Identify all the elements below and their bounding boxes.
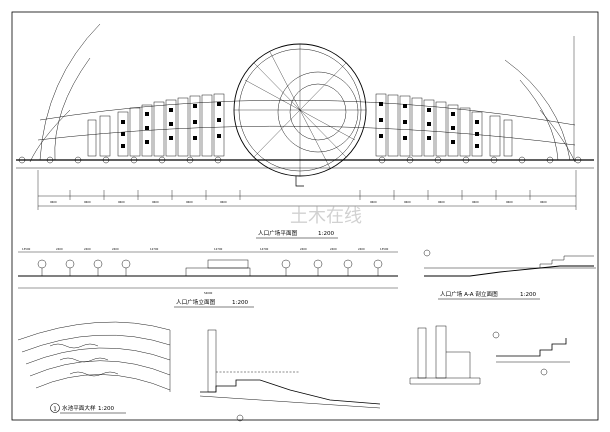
small-step-detail	[492, 331, 570, 376]
axis-dim-6: 9600	[220, 200, 227, 204]
pool-wave-3	[69, 371, 119, 377]
elev-dim-9: 2400	[330, 247, 337, 251]
pool-arc-3	[25, 347, 171, 365]
watermark-text: 土木在线	[290, 206, 362, 227]
central-circle-core	[289, 83, 347, 141]
pool-detail-view	[17, 321, 171, 392]
stepped-section-detail	[199, 329, 381, 422]
elevation-trees	[37, 259, 383, 276]
wall-detail-step	[446, 351, 471, 378]
elev-dim-3: 2400	[84, 247, 91, 251]
plan-scale: 1:200	[318, 231, 335, 237]
section-scale: 1:200	[520, 292, 537, 298]
elevation-central-sign	[207, 259, 249, 269]
plan-curve-upper	[39, 99, 576, 126]
elev-dim-2: 2400	[56, 247, 63, 251]
plan-arc-right-1	[504, 59, 571, 161]
pool-wave-2	[59, 357, 109, 363]
plan-arc-left-3	[29, 109, 71, 163]
plan-arc-right-2	[519, 79, 559, 161]
elev-overall-dim: 54000	[204, 291, 213, 295]
section-marker-a	[295, 176, 304, 187]
elevation-central-wall	[185, 267, 251, 277]
plan-arc-right-3	[539, 109, 576, 163]
axis-dim-9: 9600	[438, 200, 445, 204]
pool-arc-4	[29, 360, 171, 377]
wall-detail-wall	[435, 325, 447, 379]
plan-title: 人口广场平面图	[258, 229, 298, 237]
small-step-bubble-2	[540, 368, 548, 376]
pool-arc-1	[17, 321, 171, 341]
plan-title-block: 人口广场平面图 1:200	[256, 229, 338, 239]
elev-dim-8: 2400	[300, 247, 307, 251]
elev-dim-11: 13500	[380, 247, 389, 251]
roadside-tree-markers	[18, 156, 582, 164]
circle-radial-lines	[234, 44, 366, 176]
axis-dim-1: 9600	[50, 200, 57, 204]
axis-dim-10: 9600	[472, 200, 479, 204]
pool-arc-5	[35, 374, 171, 391]
elev-dim-6: 12700	[214, 247, 223, 251]
elev-dim-7: 14700	[260, 247, 269, 251]
wall-detail	[409, 325, 481, 385]
section-index-bubble	[423, 249, 431, 257]
elev-dim-10: 2400	[358, 247, 365, 251]
axis-dim-8: 9600	[404, 200, 411, 204]
wall-detail-pier	[417, 327, 427, 379]
pool-arc-2	[21, 334, 171, 353]
pool-detail-title: 水池平面大样	[62, 404, 96, 412]
axis-dim-11: 9600	[506, 200, 513, 204]
elev-dim-5: 12700	[150, 247, 159, 251]
planter-fills-right	[379, 102, 479, 148]
sheet-frame	[11, 11, 599, 421]
stepped-section-bubble	[236, 414, 244, 422]
planter-blocks-right	[375, 93, 513, 157]
pool-detail-scale: 1:200	[98, 406, 115, 412]
section-ground-profile	[424, 265, 594, 277]
elevation-title: 人口广场立面图	[176, 298, 216, 306]
stepped-profile	[200, 379, 381, 405]
section-aa-view	[423, 249, 596, 277]
elevation-dim-labels: 13500 2400 2400 2400 12700 12700 14700 2…	[22, 247, 389, 295]
axis-dim-2: 9600	[84, 200, 91, 204]
plaza-elevation-view	[18, 251, 398, 289]
elev-dim-4: 2400	[112, 247, 119, 251]
axis-dim-3: 9600	[118, 200, 125, 204]
plan-axis-dim-chain	[37, 170, 577, 210]
plan-axis-dim-labels: 9600 9600 9600 9600 9600 9600 9600 9600 …	[50, 200, 547, 204]
elevation-title-block: 人口广场立面图 1:200	[174, 298, 254, 308]
planter-blocks-left	[87, 93, 225, 157]
planter-fills-left	[121, 102, 221, 148]
axis-dim-7: 9600	[370, 200, 377, 204]
plan-curve-lower	[37, 125, 576, 146]
section-steps	[539, 255, 594, 268]
pool-wave-1	[49, 343, 99, 349]
axis-dim-12: 9600	[540, 200, 547, 204]
plan-arc-left-1	[39, 23, 101, 161]
axis-dim-4: 9600	[152, 200, 159, 204]
elevation-scale: 1:200	[232, 300, 249, 306]
plan-arc-left-2	[54, 57, 91, 161]
section-title-block: 人口广场 A-A 剖立面图 1:200	[438, 290, 540, 300]
axis-dim-5: 9600	[186, 200, 193, 204]
stepped-base	[199, 395, 381, 409]
pool-detail-bubble	[50, 403, 60, 413]
retaining-wall	[207, 329, 217, 393]
wall-detail-base	[409, 377, 481, 385]
pool-detail-number: 1	[53, 406, 57, 412]
elev-dim-1: 13500	[22, 247, 31, 251]
pool-title-block: 1 水池平面大样 1:200	[50, 403, 126, 414]
small-step-bubble	[492, 331, 500, 339]
small-step-profile	[496, 338, 567, 357]
section-title: 人口广场 A-A 剖立面图	[440, 290, 498, 298]
central-circle-inner	[277, 71, 359, 153]
plaza-plan-view	[16, 23, 594, 210]
